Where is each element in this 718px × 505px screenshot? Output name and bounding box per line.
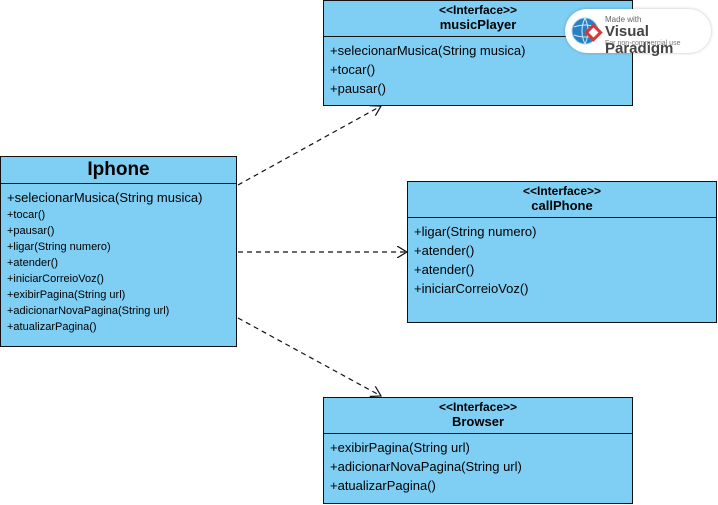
operation: +pausar()	[7, 225, 55, 237]
operation: +tocar()	[7, 209, 46, 221]
operation: +adicionarNovaPagina(String url)	[330, 459, 522, 474]
stereotype-label: <<Interface>>	[438, 3, 518, 17]
class-name: callPhone	[531, 198, 593, 213]
operation: +atualizarPagina()	[330, 478, 436, 493]
class-name: Browser	[451, 414, 505, 429]
operations-compartment: +exibirPagina(String url) +adicionarNova…	[324, 434, 632, 499]
operation: +ligar(String numero)	[7, 241, 111, 253]
operations-compartment: +selecionarMusica(String musica) +tocar(…	[324, 37, 632, 102]
class-iphone[interactable]: Iphone +selecionarMusica(String musica) …	[0, 156, 237, 347]
interface-musicplayer[interactable]: <<Interface>> musicPlayer +selecionarMus…	[323, 0, 633, 106]
stereotype-label: <<Interface>>	[438, 400, 518, 414]
interface-callphone[interactable]: <<Interface>> callPhone +ligar(String nu…	[407, 181, 717, 323]
operation: +adicionarNovaPagina(String url)	[7, 305, 170, 317]
watermark-note: For non-commercial use	[605, 40, 681, 47]
operation: +selecionarMusica(String musica)	[7, 190, 203, 205]
operation: +pausar()	[330, 81, 386, 96]
operation: +iniciarCorreioVoz()	[7, 273, 104, 285]
operation: +atender()	[414, 262, 475, 277]
class-header: <<Interface>> musicPlayer	[324, 1, 632, 37]
stereotype-label: <<Interface>>	[522, 184, 602, 198]
operation: +atender()	[7, 257, 59, 269]
operation: +atualizarPagina()	[7, 321, 97, 333]
operation: +tocar()	[330, 62, 376, 77]
dependency-arrow-browser	[237, 317, 381, 396]
operation: +exibirPagina(String url)	[7, 289, 126, 301]
operation: +ligar(String numero)	[414, 224, 537, 239]
operation: +exibirPagina(String url)	[330, 440, 470, 455]
operation: +selecionarMusica(String musica)	[330, 43, 526, 58]
class-header: <<Interface>> Browser	[324, 398, 632, 434]
dependency-arrow-musicplayer	[237, 106, 381, 186]
visual-paradigm-watermark: Made with Visual Paradigm For non-commer…	[565, 9, 711, 57]
operation: +atender()	[414, 243, 475, 258]
operation: +iniciarCorreioVoz()	[414, 281, 529, 296]
class-header: <<Interface>> callPhone	[408, 182, 716, 218]
class-name: Iphone	[87, 159, 150, 180]
operations-compartment: +ligar(String numero) +atender() +atende…	[408, 218, 716, 302]
watermark-brand: Visual Paradigm	[605, 23, 674, 57]
visual-paradigm-logo-icon	[571, 17, 603, 45]
interface-browser[interactable]: <<Interface>> Browser +exibirPagina(Stri…	[323, 397, 633, 504]
class-header: Iphone	[1, 157, 236, 184]
class-name: musicPlayer	[439, 17, 517, 32]
watermark-made-with: Made with	[605, 15, 642, 24]
operations-compartment: +selecionarMusica(String musica) +tocar(…	[1, 184, 236, 339]
